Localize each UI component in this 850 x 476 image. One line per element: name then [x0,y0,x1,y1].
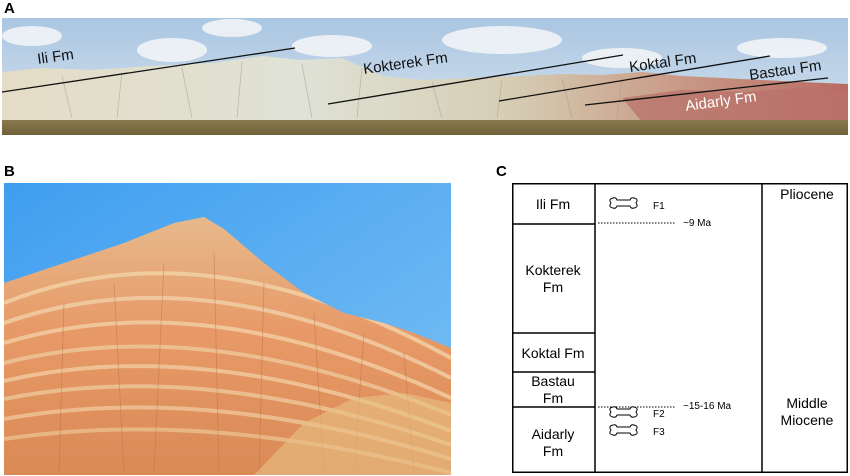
panel-a-panorama: Ili Fm Kokterek Fm Koktal Fm Bastau Fm A… [2,18,848,135]
bone-icon [609,197,638,209]
panel-b-stripes [4,271,451,475]
panel-label-b: B [4,163,15,180]
panel-a-red-beds [622,88,848,122]
panel-c-frame [512,183,848,473]
column-cell-ili: Ili Fm [535,195,571,212]
fossil-label-f3: F3 [653,427,665,438]
panel-label-a: A [4,0,15,17]
epoch-middle-miocene: Middle Miocene [780,395,834,428]
panel-c-stratigraphic-column: Ili Fm Kokterek Fm Koktal Fm Bastau Fm A… [512,183,848,473]
panel-a-clouds [2,19,827,68]
panel-b-lower-slope [254,393,451,475]
column-cell-kokterek: Kokterek Fm [525,262,581,295]
panel-a-gullies [61,61,623,119]
fossil-label-f2: F2 [653,409,665,420]
fossil-label-f1: F1 [653,201,665,212]
bone-icon [609,424,638,436]
column-cell-aidarly: Aidarly Fm [531,426,575,459]
panel-a-contact-lines [2,47,829,106]
column-cell-bastau: Bastau Fm [531,373,575,406]
panel-a-label-ili: Ili Fm [36,46,75,68]
bone-icon [609,406,638,418]
epoch-pliocene: Pliocene [780,186,834,202]
column-cell-koktal: Koktal Fm [521,344,585,361]
age-label-9ma: ~9 Ma [683,218,712,229]
age-label-15ma: ~15-16 Ma [683,401,732,412]
panel-b-hill-photo [4,183,451,475]
panel-a-ground [2,120,848,135]
panel-label-c: C [496,163,507,180]
